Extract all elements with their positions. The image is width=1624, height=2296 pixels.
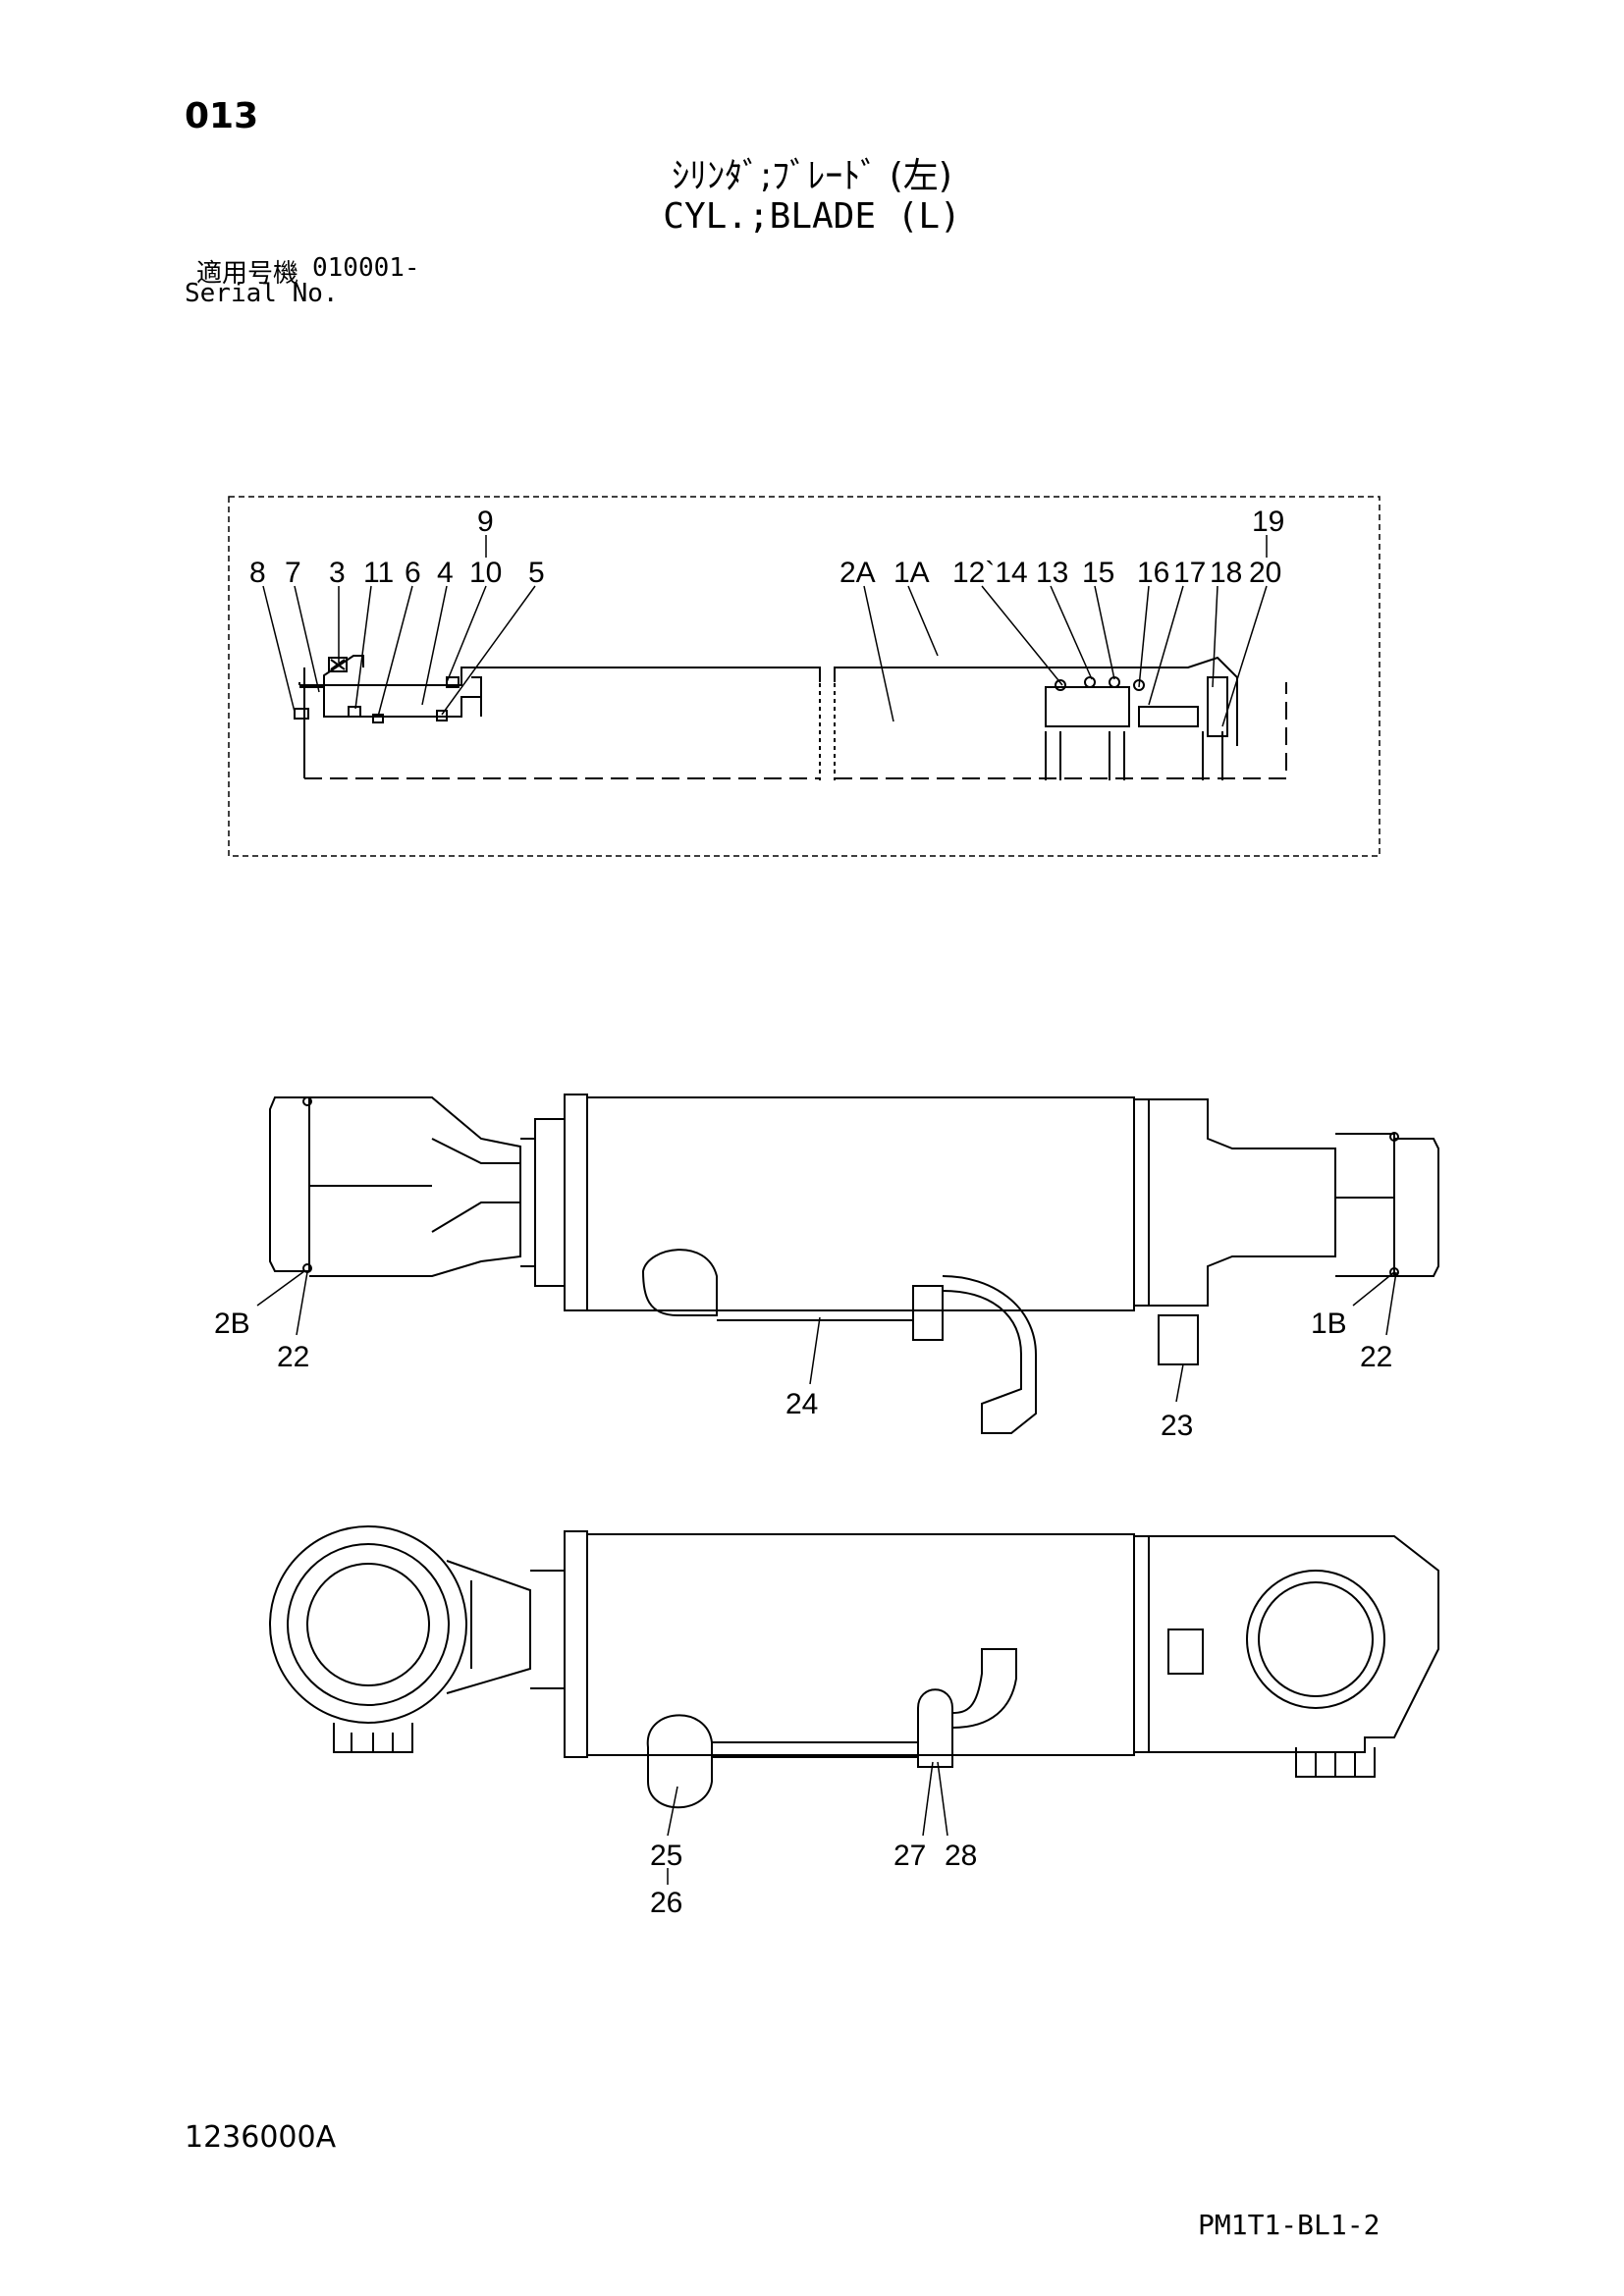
callout-13: 13 bbox=[1036, 557, 1068, 589]
callout-5: 5 bbox=[528, 557, 545, 589]
callout-2a: 2A bbox=[839, 557, 876, 589]
callout-6: 6 bbox=[405, 557, 421, 589]
callout-11: 11 bbox=[363, 557, 394, 589]
cylinder-top-view: 25 26 27 28 bbox=[269, 1525, 1439, 1919]
serial-number: 010001- bbox=[312, 253, 420, 283]
section-view: 8 7 3 11 6 4 9 10 5 2A 1A 12`14 13 15 16… bbox=[228, 496, 1380, 857]
callout-10: 10 bbox=[469, 557, 502, 589]
callout-17: 17 bbox=[1173, 557, 1206, 589]
callout-22-left: 22 bbox=[277, 1341, 309, 1373]
drawing-number: 1236000A bbox=[185, 2120, 337, 2155]
callout-22-right: 22 bbox=[1360, 1341, 1392, 1373]
callout-9: 9 bbox=[477, 506, 494, 538]
callout-23: 23 bbox=[1161, 1410, 1193, 1442]
callout-1b: 1B bbox=[1311, 1308, 1347, 1340]
callout-16: 16 bbox=[1137, 557, 1169, 589]
callout-12-14: 12`14 bbox=[952, 557, 1028, 589]
callout-19: 19 bbox=[1252, 506, 1284, 538]
callout-26: 26 bbox=[650, 1887, 682, 1919]
callout-7: 7 bbox=[285, 557, 301, 589]
callout-24: 24 bbox=[785, 1388, 818, 1420]
callout-27: 27 bbox=[893, 1840, 926, 1872]
title-japanese: ｼﾘﾝﾀﾞ;ﾌﾞﾚｰﾄﾞ (左) bbox=[672, 156, 952, 196]
callout-20: 20 bbox=[1249, 557, 1281, 589]
callout-2b: 2B bbox=[214, 1308, 250, 1340]
callout-18: 18 bbox=[1210, 557, 1242, 589]
callout-28: 28 bbox=[945, 1840, 977, 1872]
serial-label-japanese: 適用号機 bbox=[196, 259, 299, 289]
callout-8: 8 bbox=[249, 557, 266, 589]
serial-label-english: Serial No. bbox=[185, 279, 339, 308]
callout-25: 25 bbox=[650, 1840, 682, 1872]
cylinder-side-view: 2B 22 24 23 1B 22 bbox=[214, 1094, 1439, 1442]
callout-4: 4 bbox=[437, 557, 454, 589]
callout-3: 3 bbox=[329, 557, 346, 589]
sheet-code: PM1T1-BL1-2 bbox=[1198, 2209, 1380, 2241]
page-number: 013 bbox=[185, 96, 259, 136]
callout-1a: 1A bbox=[893, 557, 930, 589]
callout-15: 15 bbox=[1082, 557, 1114, 589]
title-english: CYL.;BLADE (L) bbox=[663, 196, 961, 237]
